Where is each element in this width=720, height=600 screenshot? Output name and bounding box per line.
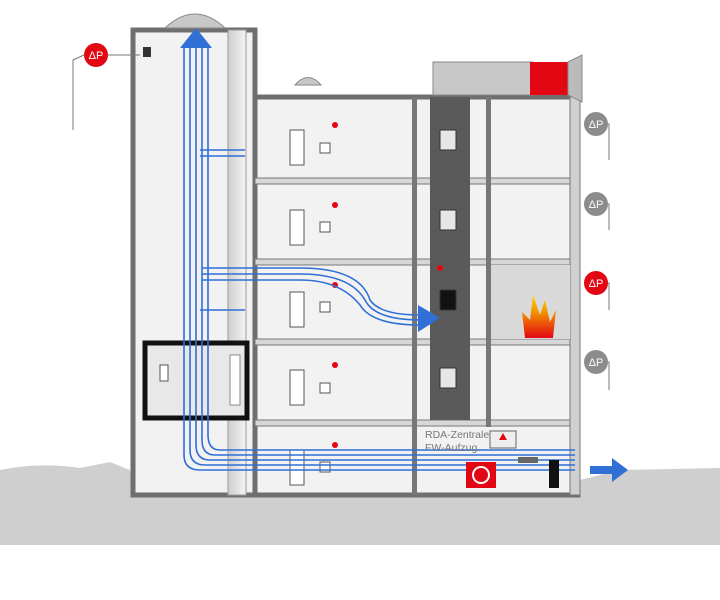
ground bbox=[0, 462, 720, 545]
pressure-sensor-label: ΔP bbox=[589, 119, 604, 131]
room-fixtures bbox=[289, 129, 331, 486]
fire-elevator-shaft bbox=[430, 97, 470, 420]
pressure-sensor-1: ΔP bbox=[84, 43, 108, 67]
shaft-doors bbox=[439, 129, 457, 389]
elevator-door bbox=[229, 354, 241, 406]
pressure-sensor-label: ΔP bbox=[589, 357, 604, 369]
supply-fan bbox=[466, 462, 496, 488]
pressure-sensor-label: ΔP bbox=[89, 50, 104, 62]
rooftop-ventilation-unit bbox=[293, 54, 583, 103]
fresh-air-inlet-arrow bbox=[590, 458, 628, 482]
corridor-wall bbox=[412, 97, 417, 495]
roof-fan-dome bbox=[163, 13, 227, 29]
damper-actuator bbox=[518, 457, 538, 463]
airflow-arrow-fire-floor bbox=[418, 305, 440, 332]
fire-icon bbox=[522, 295, 556, 338]
alarm-speakers bbox=[332, 122, 443, 448]
elevator-panel bbox=[159, 364, 169, 382]
supply-fan-icon bbox=[472, 466, 490, 484]
pressure-sensor-5: ΔP bbox=[584, 350, 608, 374]
pressure-sensor-label: ΔP bbox=[589, 199, 604, 211]
control-room-label-1: RDA-Zentrale bbox=[425, 429, 489, 441]
pressure-sensor-2: ΔP bbox=[584, 112, 608, 136]
airflow-arrow-up bbox=[180, 28, 212, 48]
facade-column bbox=[569, 96, 581, 496]
corridor-wall bbox=[486, 97, 491, 427]
airflow-lines bbox=[183, 48, 575, 471]
pressure-sensor-3: ΔP bbox=[584, 192, 608, 216]
control-room-label-2: FW-Aufzug bbox=[425, 442, 477, 454]
pressure-sensor-4: ΔP bbox=[584, 271, 608, 295]
tower-sensor bbox=[143, 47, 151, 57]
pressure-sensor-label: ΔP bbox=[589, 278, 604, 290]
fire-damper bbox=[549, 460, 559, 488]
tower-shaft bbox=[227, 29, 247, 496]
sensor-leader-lines bbox=[72, 54, 610, 390]
warning-triangle-icon bbox=[499, 433, 507, 440]
